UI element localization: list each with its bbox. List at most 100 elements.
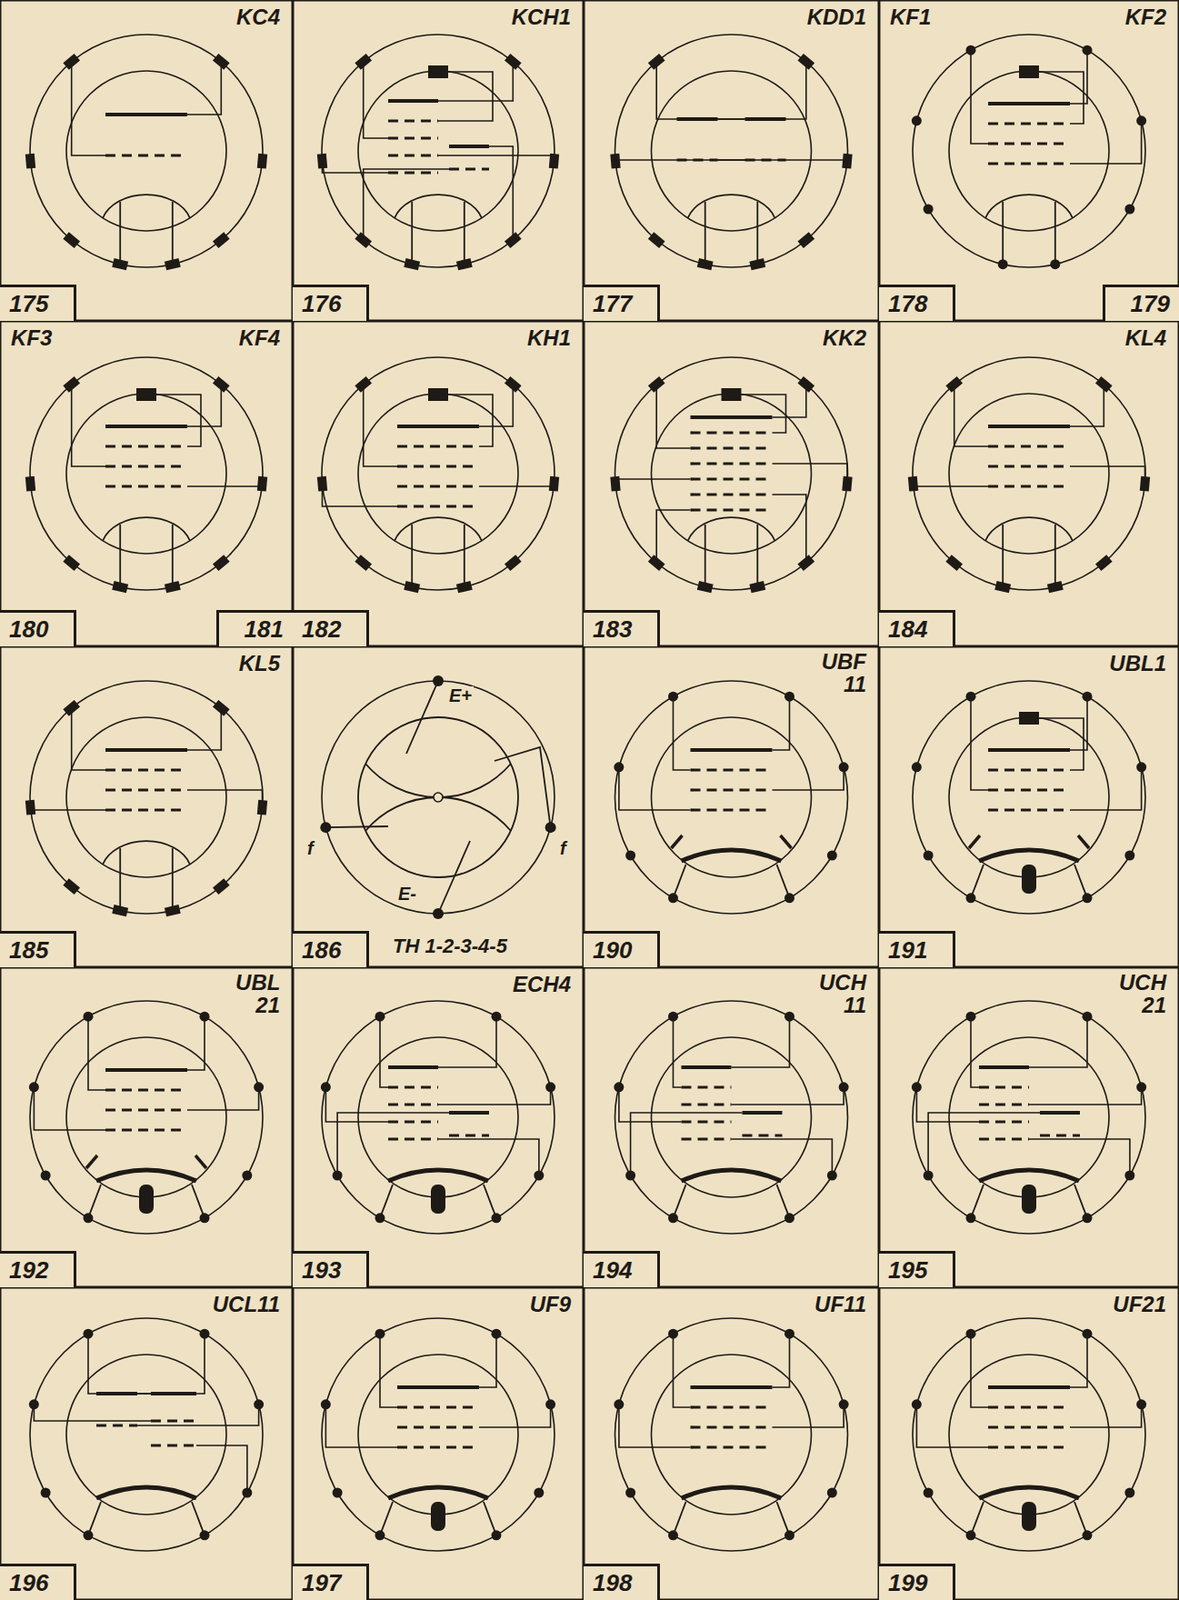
pin xyxy=(784,1212,795,1223)
pin xyxy=(354,53,372,70)
grid xyxy=(150,1443,197,1447)
pin xyxy=(549,476,560,492)
heater-cathode xyxy=(96,1169,197,1181)
heater-lead xyxy=(379,1184,393,1219)
filament-lead xyxy=(463,524,466,588)
heater-cathode xyxy=(388,1487,489,1499)
diode-anode xyxy=(86,1155,98,1169)
figure-number: 182 xyxy=(301,615,341,643)
base-circle xyxy=(321,680,555,914)
filament-lead xyxy=(756,201,759,265)
pin xyxy=(25,476,36,492)
lead-wire xyxy=(187,61,221,115)
grid xyxy=(979,1085,1030,1089)
pin xyxy=(1082,691,1093,702)
tube-type-label: UCL11 xyxy=(210,1292,282,1316)
grid xyxy=(988,1425,1070,1429)
tube-base-diagram xyxy=(317,34,560,270)
base-key xyxy=(139,1184,154,1214)
grid xyxy=(742,1133,783,1137)
lead-wire xyxy=(619,1404,691,1448)
pin xyxy=(966,1328,977,1339)
grid xyxy=(690,508,773,511)
lead-wire xyxy=(656,384,690,449)
lead-wire xyxy=(954,384,989,447)
lead-wire xyxy=(187,483,263,487)
grid xyxy=(388,1102,439,1106)
pin xyxy=(609,153,620,170)
base-circle xyxy=(29,1000,263,1234)
tube-type-label: KF4 xyxy=(237,326,282,350)
anode xyxy=(388,1065,439,1070)
pin xyxy=(1124,1488,1135,1499)
tube-type-label: UBL 21 xyxy=(233,970,282,1017)
bulb-outline xyxy=(949,70,1110,231)
pin xyxy=(319,821,331,833)
base-circle xyxy=(615,357,849,590)
lead-wire xyxy=(325,1404,398,1448)
pin xyxy=(1082,1212,1093,1223)
lead-wire xyxy=(438,840,470,914)
lead-wire xyxy=(438,155,555,161)
diode-anode xyxy=(1078,835,1090,849)
figure-number: 194 xyxy=(592,1256,632,1284)
pin xyxy=(212,878,230,895)
pin xyxy=(648,53,666,70)
pin xyxy=(332,1488,343,1499)
lead-wire xyxy=(772,384,807,418)
pin xyxy=(1082,45,1093,56)
grid xyxy=(681,1137,732,1140)
filament xyxy=(102,840,190,865)
grid-line xyxy=(291,0,295,1600)
tube-base-diagram xyxy=(609,34,852,270)
pin xyxy=(797,231,815,249)
grid xyxy=(150,1418,197,1422)
pin xyxy=(923,204,934,215)
filament-lead xyxy=(171,201,174,265)
lead-wire xyxy=(741,394,787,433)
lead-wire xyxy=(928,1112,1040,1176)
lead-wire xyxy=(673,1016,682,1088)
tube-base-diagram xyxy=(25,357,268,593)
figure-number-box: 180 xyxy=(0,609,77,647)
grid xyxy=(105,808,188,811)
figure-number: 192 xyxy=(9,1256,49,1284)
anode xyxy=(677,117,719,121)
tube-base-diagram xyxy=(911,34,1147,270)
pin xyxy=(613,1081,624,1092)
pin xyxy=(62,699,80,717)
figure-number-box: 195 xyxy=(879,1250,956,1288)
base-circle xyxy=(615,1318,849,1551)
pin xyxy=(966,1212,977,1223)
pin xyxy=(839,761,850,772)
pin xyxy=(317,476,328,492)
heater-cathode xyxy=(979,1169,1080,1181)
top-cap xyxy=(721,388,742,401)
pin xyxy=(29,1398,40,1409)
grid xyxy=(388,170,439,174)
terminal-label: f xyxy=(305,839,316,859)
grid xyxy=(690,477,773,480)
pin xyxy=(648,554,666,571)
tube-type-label: UF21 xyxy=(1110,1292,1169,1316)
heater-lead xyxy=(673,1501,687,1536)
pin xyxy=(164,904,181,917)
lead-wire xyxy=(187,1087,260,1110)
anode xyxy=(690,1385,773,1389)
pin xyxy=(29,1081,40,1092)
bulb-outline xyxy=(358,70,519,231)
pin xyxy=(1124,204,1135,215)
tube-base-diagram xyxy=(911,680,1147,914)
pin xyxy=(923,1488,934,1499)
top-cap xyxy=(136,388,157,401)
pin xyxy=(199,1328,210,1339)
terminal-label: E- xyxy=(396,884,419,904)
lead-wire xyxy=(363,61,389,139)
pin xyxy=(375,1212,386,1223)
lead-wire xyxy=(322,483,399,507)
pin xyxy=(504,554,522,571)
grid xyxy=(690,808,773,811)
tube-base-diagram xyxy=(911,1000,1147,1234)
figure-number-box: 178 xyxy=(879,284,956,321)
figure-number-box: 199 xyxy=(879,1563,956,1600)
